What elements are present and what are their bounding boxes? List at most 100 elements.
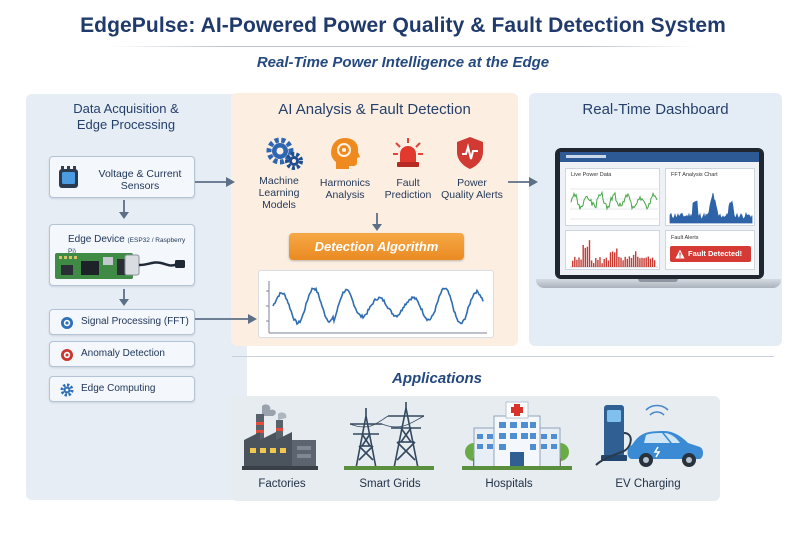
alerts-line2: Quality Alerts <box>441 189 503 201</box>
signal-processing-label: Signal Processing (FFT) <box>81 316 189 327</box>
fault-bar <box>632 254 635 267</box>
mid-panel-title: AI Analysis & Fault Detection <box>278 101 471 118</box>
fault-bar <box>620 257 622 267</box>
sensor-label-line1: Voltage & Current <box>98 168 182 180</box>
fault-bar <box>649 258 652 267</box>
factory-icon <box>242 404 318 470</box>
gears-icon <box>266 137 303 170</box>
edge-device-label: Edge Device <box>68 234 125 245</box>
harmonics-line1: Harmonics <box>319 177 371 189</box>
fault-bar <box>622 260 624 267</box>
live-power-widget[interactable]: Live Power Data <box>565 168 660 226</box>
edge-computing-card[interactable]: Edge Computing <box>49 376 195 402</box>
sensor-label-line2: Sensors <box>120 180 160 192</box>
waveform-line <box>272 286 484 326</box>
fft-chart <box>669 192 753 224</box>
gear-icon <box>60 383 74 397</box>
hospitals-label: Hospitals <box>485 478 533 490</box>
left-title-line2: Edge Processing <box>76 117 176 132</box>
arrow-down-icon <box>119 289 129 306</box>
fault-detected-badge[interactable]: Fault Detected! <box>670 246 751 262</box>
arrow-right-icon <box>195 314 257 324</box>
ev-charging-icon <box>595 404 703 467</box>
data-acquisition-panel <box>26 94 247 500</box>
brain-head-icon <box>331 138 360 169</box>
fault-bar <box>628 256 631 267</box>
fault-bar <box>643 258 645 267</box>
circuit-board-icon <box>55 253 185 279</box>
right-panel-title: Real-Time Dashboard <box>582 101 729 118</box>
fault-alerts-widget[interactable]: Fault Alerts Fault Detected! <box>665 230 755 270</box>
edge-device-card[interactable]: Edge Device (ESP32 / Raspberry Pi) <box>49 224 195 286</box>
anomaly-detection-card[interactable]: Anomaly Detection <box>49 341 195 367</box>
fault-bar <box>588 240 591 267</box>
laptop-base <box>536 279 781 288</box>
waveform-chart <box>266 281 487 334</box>
ml-models-label: Machine Learning Models <box>246 175 312 211</box>
arrow-right-icon <box>195 177 235 187</box>
fault-bar <box>584 247 586 267</box>
arrow-down-icon <box>372 213 382 231</box>
anomaly-icon <box>61 349 73 361</box>
fault-bar <box>605 257 607 267</box>
arrow-right-icon <box>508 177 538 187</box>
fault-bar <box>651 257 654 267</box>
fault-bar <box>609 252 612 267</box>
fault-bar <box>645 257 647 267</box>
fault-line2: Prediction <box>384 189 432 201</box>
hospital-icon <box>462 401 572 470</box>
fft-title: FFT Analysis Chart <box>671 172 718 178</box>
fault-bar <box>572 260 574 267</box>
fault-bars-widget[interactable] <box>565 230 660 270</box>
fault-bar <box>618 256 620 267</box>
fault-bar <box>576 259 578 267</box>
fault-bar <box>630 257 633 267</box>
alarm-light-icon <box>393 138 423 167</box>
fault-bar <box>647 256 649 267</box>
fault-bar <box>574 256 576 267</box>
fault-bar <box>601 263 603 267</box>
fault-bar <box>595 257 597 267</box>
smart-grids-label: Smart Grids <box>359 478 421 490</box>
fault-prediction-label: Fault Prediction <box>380 177 436 201</box>
fault-bar <box>616 248 618 267</box>
live-power-title: Live Power Data <box>571 172 612 178</box>
quality-alerts-label: Power Quality Alerts <box>436 177 508 201</box>
detection-algorithm-button[interactable]: Detection Algorithm <box>289 233 464 260</box>
ml-line3: Models <box>262 199 296 211</box>
fault-line1: Fault <box>396 177 420 189</box>
fault-detected-text: Fault Detected! <box>688 249 743 258</box>
fault-alerts-title: Fault Alerts <box>671 235 699 241</box>
dashboard-top-bar <box>560 152 759 162</box>
fault-bar <box>582 244 584 267</box>
fault-bar <box>611 251 614 267</box>
fault-bar <box>624 256 626 267</box>
fft-widget[interactable]: FFT Analysis Chart <box>665 168 755 226</box>
fault-bar <box>614 252 616 267</box>
fault-bar <box>599 257 601 267</box>
ml-line2: Learning <box>258 187 300 199</box>
fault-bar <box>586 246 589 267</box>
anomaly-detection-label: Anomaly Detection <box>81 348 165 359</box>
fault-bar <box>590 260 593 267</box>
sensor-icon <box>59 166 78 188</box>
harmonics-label: Harmonics Analysis <box>314 177 376 201</box>
edge-computing-label: Edge Computing <box>81 383 156 394</box>
fault-bar <box>578 257 580 267</box>
page-subtitle: Real-Time Power Intelligence at the Edge <box>256 54 550 71</box>
live-power-chart <box>570 188 658 220</box>
shield-alert-icon <box>457 137 483 169</box>
applications-divider <box>232 356 774 357</box>
factories-label: Factories <box>258 478 306 490</box>
fault-bar <box>639 258 641 267</box>
arrow-down-icon <box>119 200 129 219</box>
sensors-card[interactable]: Voltage & Current Sensors <box>49 156 195 198</box>
signal-processing-card[interactable]: Signal Processing (FFT) <box>49 309 195 335</box>
power-tower-icon <box>344 402 434 470</box>
warning-icon <box>675 249 685 259</box>
fault-bar <box>637 256 639 267</box>
signal-processing-icon <box>61 317 73 329</box>
edge-device-note: (ESP32 / Raspberry Pi) <box>68 237 186 255</box>
waveform-card <box>258 270 494 338</box>
fault-bar <box>603 258 605 267</box>
